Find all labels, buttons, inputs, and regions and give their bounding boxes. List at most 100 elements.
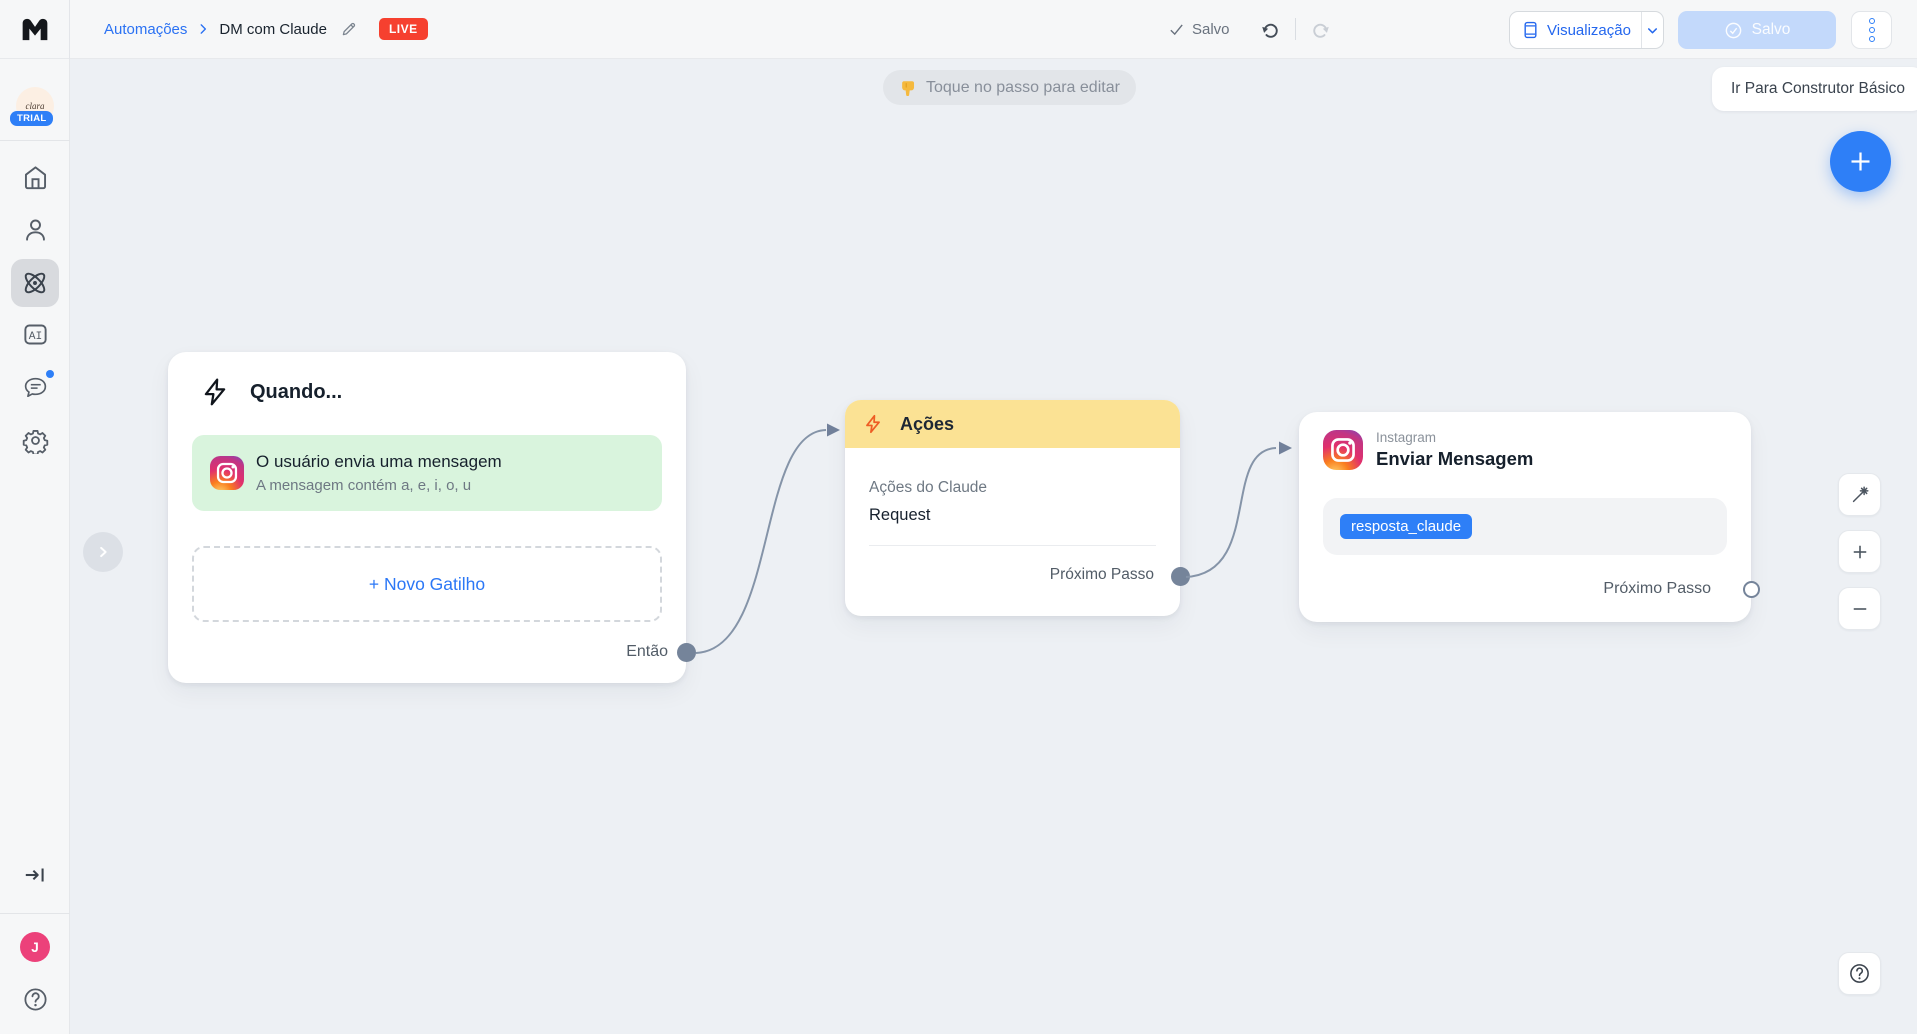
trigger-node-header: Quando... bbox=[200, 377, 342, 407]
connector-arrowhead bbox=[1279, 442, 1292, 455]
preview-button[interactable]: Visualização bbox=[1510, 12, 1641, 48]
next-step-output-port[interactable] bbox=[1171, 567, 1190, 586]
actions-node-title: Ações bbox=[900, 414, 954, 435]
sidebar-item-home[interactable] bbox=[0, 164, 70, 191]
trigger-node[interactable]: Quando... O usuário envia uma mensagem A… bbox=[168, 352, 686, 683]
minus-icon bbox=[1850, 599, 1870, 619]
new-trigger-label: + Novo Gatilho bbox=[369, 574, 485, 595]
main-sidebar: clara TRIAL bbox=[0, 59, 70, 1034]
preview-button-label: Visualização bbox=[1547, 22, 1631, 39]
instagram-trigger-card[interactable]: O usuário envia uma mensagem A mensagem … bbox=[192, 435, 662, 511]
question-icon bbox=[1848, 962, 1871, 985]
lightning-bolt-icon bbox=[200, 377, 230, 407]
send-message-title: Enviar Mensagem bbox=[1376, 448, 1533, 470]
ai-icon-label: AI bbox=[28, 331, 42, 343]
save-button-label: Salvo bbox=[1752, 21, 1791, 39]
more-options-button[interactable] bbox=[1851, 11, 1892, 49]
then-output-port[interactable] bbox=[677, 643, 696, 662]
live-status-badge: LIVE bbox=[379, 18, 428, 40]
workspace-name: clara bbox=[26, 101, 45, 111]
trigger-title: O usuário envia uma mensagem bbox=[256, 452, 502, 472]
sidebar-item-help[interactable] bbox=[0, 986, 70, 1013]
actions-node-header: Ações bbox=[845, 400, 1180, 448]
sidebar-divider bbox=[0, 913, 70, 914]
autosave-status: Salvo bbox=[1168, 0, 1332, 58]
sidebar-collapse-toggle[interactable] bbox=[0, 862, 70, 888]
flow-title: DM com Claude bbox=[219, 21, 327, 38]
auto-arrange-button[interactable] bbox=[1838, 473, 1881, 516]
instagram-icon bbox=[1323, 430, 1363, 470]
breadcrumb-automations-link[interactable]: Automações bbox=[104, 21, 187, 38]
kebab-dot-icon bbox=[1869, 36, 1875, 42]
actions-node[interactable]: Ações Ações do Claude Request Próximo Pa… bbox=[845, 400, 1180, 616]
channel-label: Instagram bbox=[1376, 430, 1533, 445]
phone-icon bbox=[1522, 20, 1539, 40]
help-button[interactable] bbox=[1838, 952, 1881, 995]
plus-icon bbox=[1850, 542, 1870, 562]
kebab-dot-icon bbox=[1869, 27, 1875, 33]
preview-button-group: Visualização bbox=[1509, 11, 1664, 49]
next-step-port-label: Próximo Passo bbox=[1603, 580, 1711, 598]
plus-icon bbox=[1847, 148, 1874, 175]
actions-divider bbox=[869, 545, 1156, 546]
chat-notification-dot bbox=[46, 370, 54, 378]
question-icon bbox=[22, 986, 49, 1013]
edit-title-pencil-icon[interactable] bbox=[340, 20, 358, 38]
chevron-right-icon bbox=[94, 543, 112, 561]
save-check-circle-icon bbox=[1724, 21, 1743, 40]
actions-bolt-icon bbox=[863, 414, 883, 434]
sidebar-item-settings[interactable] bbox=[0, 427, 70, 454]
message-content-card[interactable]: resposta_claude bbox=[1323, 498, 1727, 555]
add-step-fab[interactable] bbox=[1830, 131, 1891, 192]
variable-tag: resposta_claude bbox=[1340, 514, 1472, 539]
save-button[interactable]: Salvo bbox=[1678, 11, 1836, 49]
basic-builder-label: Ir Para Construtor Básico bbox=[1731, 80, 1905, 98]
top-bar: Automações DM com Claude LIVE Salvo bbox=[0, 0, 1917, 59]
instagram-icon bbox=[210, 456, 244, 490]
connector-arrowhead bbox=[827, 424, 840, 437]
breadcrumb-chevron-icon bbox=[196, 22, 210, 36]
action-value: Request bbox=[869, 506, 930, 525]
send-message-node[interactable]: Instagram Enviar Mensagem resposta_claud… bbox=[1299, 412, 1751, 622]
chevron-down-icon bbox=[1645, 23, 1660, 38]
basic-builder-button[interactable]: Ir Para Construtor Básico bbox=[1712, 67, 1917, 111]
sidebar-item-ai[interactable]: AI bbox=[0, 321, 70, 348]
autosave-status-label: Salvo bbox=[1192, 21, 1230, 38]
user-initial: J bbox=[31, 940, 39, 955]
person-icon bbox=[22, 216, 49, 243]
next-step-output-port-empty[interactable] bbox=[1743, 581, 1760, 598]
flow-canvas[interactable]: Toque no passo para editar Ir Para Const… bbox=[70, 59, 1917, 1034]
automation-atom-icon bbox=[20, 268, 50, 298]
sidebar-item-contacts[interactable] bbox=[0, 216, 70, 243]
undo-icon[interactable] bbox=[1259, 18, 1282, 41]
chat-bubble-icon bbox=[22, 374, 49, 401]
edit-hint-label: Toque no passo para editar bbox=[926, 79, 1120, 97]
ai-icon: AI bbox=[22, 321, 49, 348]
manychat-logo-icon bbox=[20, 16, 50, 43]
pointing-down-hand-icon bbox=[899, 79, 917, 97]
saved-check-icon bbox=[1168, 21, 1185, 38]
expand-sidebar-icon bbox=[22, 862, 48, 888]
trigger-node-title: Quando... bbox=[250, 381, 342, 404]
sidebar-item-automation-active[interactable] bbox=[11, 259, 59, 307]
edit-hint-tooltip: Toque no passo para editar bbox=[883, 70, 1136, 105]
undo-redo-divider bbox=[1295, 18, 1296, 40]
trial-badge: TRIAL bbox=[10, 111, 53, 126]
preview-dropdown-toggle[interactable] bbox=[1641, 12, 1663, 48]
next-step-port-label: Próximo Passo bbox=[1050, 566, 1154, 584]
send-message-header: Instagram Enviar Mensagem bbox=[1323, 430, 1533, 470]
zoom-out-button[interactable] bbox=[1838, 587, 1881, 630]
manychat-logo[interactable] bbox=[0, 0, 70, 59]
new-trigger-button[interactable]: + Novo Gatilho bbox=[192, 546, 662, 622]
breadcrumb: Automações DM com Claude LIVE bbox=[104, 0, 428, 58]
gear-icon bbox=[22, 427, 49, 454]
kebab-dot-icon bbox=[1869, 18, 1875, 24]
action-group-label: Ações do Claude bbox=[869, 479, 987, 497]
user-avatar[interactable]: J bbox=[20, 932, 50, 962]
sidebar-item-chat[interactable] bbox=[0, 374, 70, 406]
expand-panel-handle[interactable] bbox=[83, 532, 123, 572]
magic-wand-icon bbox=[1849, 484, 1871, 506]
zoom-in-button[interactable] bbox=[1838, 530, 1881, 573]
home-icon bbox=[22, 164, 49, 191]
